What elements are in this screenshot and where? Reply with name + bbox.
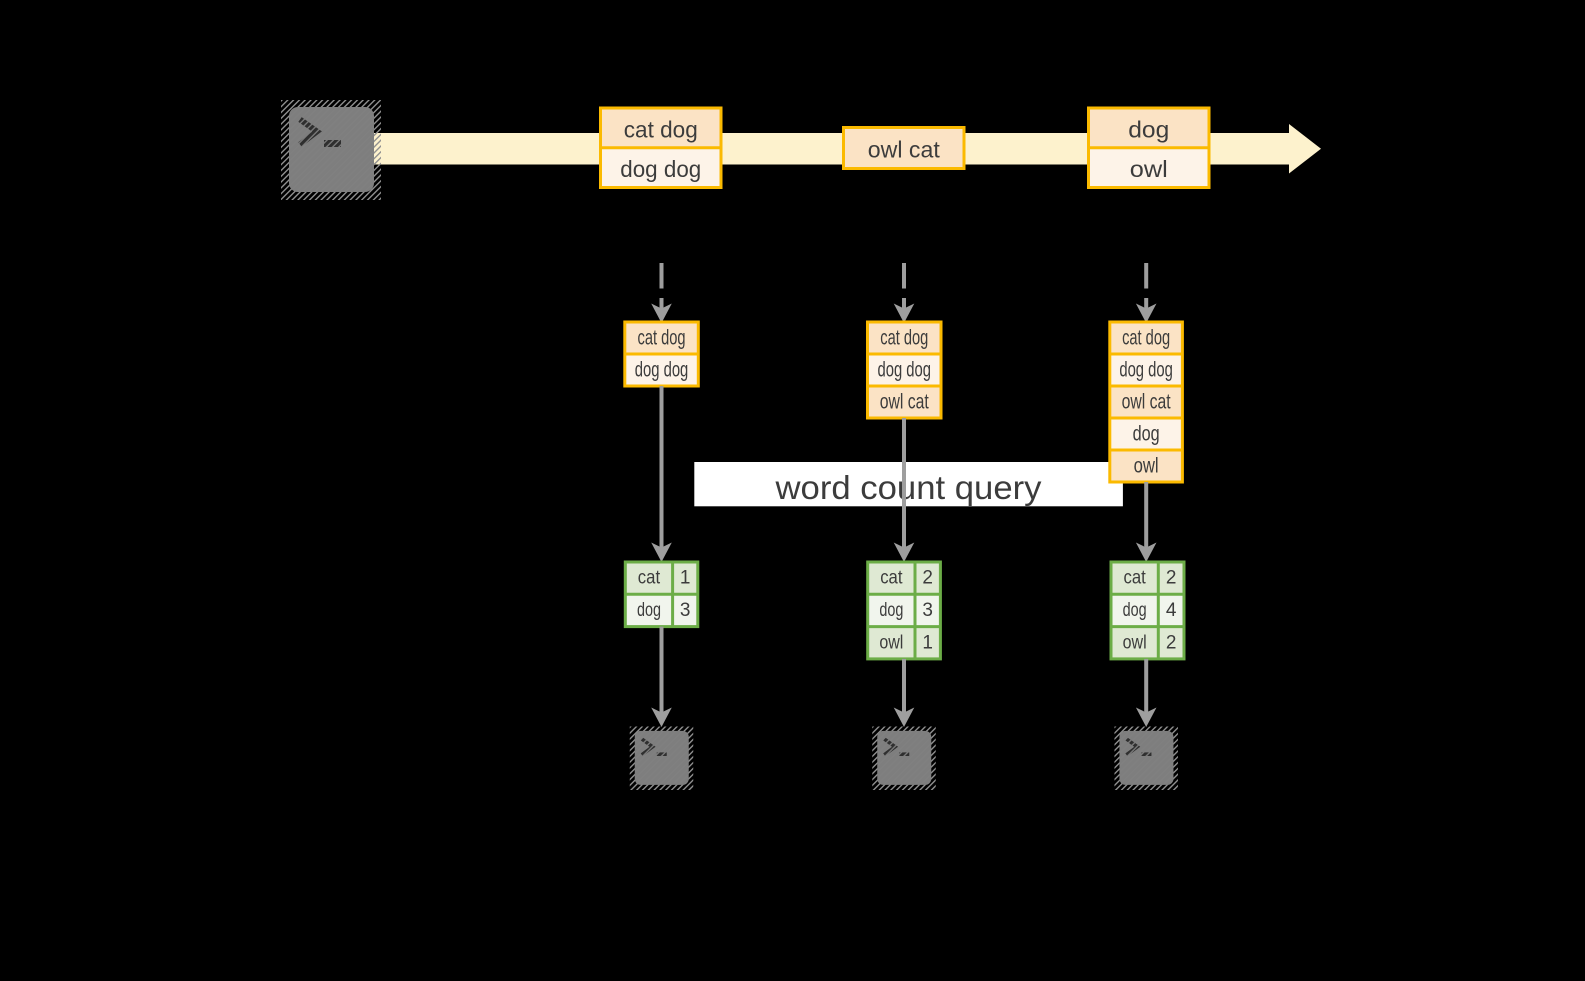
svg-text:dog: dog bbox=[1128, 116, 1169, 142]
svg-text:owl cat: owl cat bbox=[868, 137, 941, 163]
svg-text:owl: owl bbox=[879, 632, 903, 653]
svg-text:1: 1 bbox=[922, 632, 933, 653]
svg-text:dog dog: dog dog bbox=[878, 359, 932, 382]
svg-text:cat: cat bbox=[880, 568, 903, 589]
svg-text:owl cat: owl cat bbox=[1122, 391, 1171, 414]
svg-text:3: 3 bbox=[680, 600, 691, 621]
svg-text:cat dog: cat dog bbox=[638, 327, 686, 350]
svg-text:1: 1 bbox=[680, 568, 691, 589]
svg-text:cat: cat bbox=[1124, 568, 1147, 589]
svg-text:dog dog: dog dog bbox=[1119, 359, 1173, 382]
svg-text:2: 2 bbox=[1166, 568, 1177, 589]
svg-text:word count query: word count query bbox=[774, 469, 1042, 506]
svg-text:cat dog: cat dog bbox=[624, 116, 698, 142]
svg-text:cat dog: cat dog bbox=[880, 327, 928, 350]
svg-text:dog dog: dog dog bbox=[635, 359, 689, 382]
svg-text:2: 2 bbox=[1166, 632, 1177, 653]
svg-text:dog: dog bbox=[1123, 600, 1147, 621]
svg-text:owl: owl bbox=[1134, 455, 1159, 478]
svg-text:dog: dog bbox=[637, 600, 661, 621]
svg-text:dog dog: dog dog bbox=[620, 156, 701, 182]
svg-text:owl: owl bbox=[1130, 156, 1168, 182]
svg-text:3: 3 bbox=[922, 600, 933, 621]
svg-text:owl cat: owl cat bbox=[880, 391, 929, 414]
svg-text:cat: cat bbox=[638, 568, 661, 589]
svg-text:dog: dog bbox=[879, 600, 903, 621]
svg-text:2: 2 bbox=[922, 568, 933, 589]
svg-text:cat dog: cat dog bbox=[1122, 327, 1170, 350]
svg-text:4: 4 bbox=[1166, 600, 1177, 621]
svg-text:owl: owl bbox=[1123, 632, 1147, 653]
svg-text:dog: dog bbox=[1133, 423, 1160, 446]
